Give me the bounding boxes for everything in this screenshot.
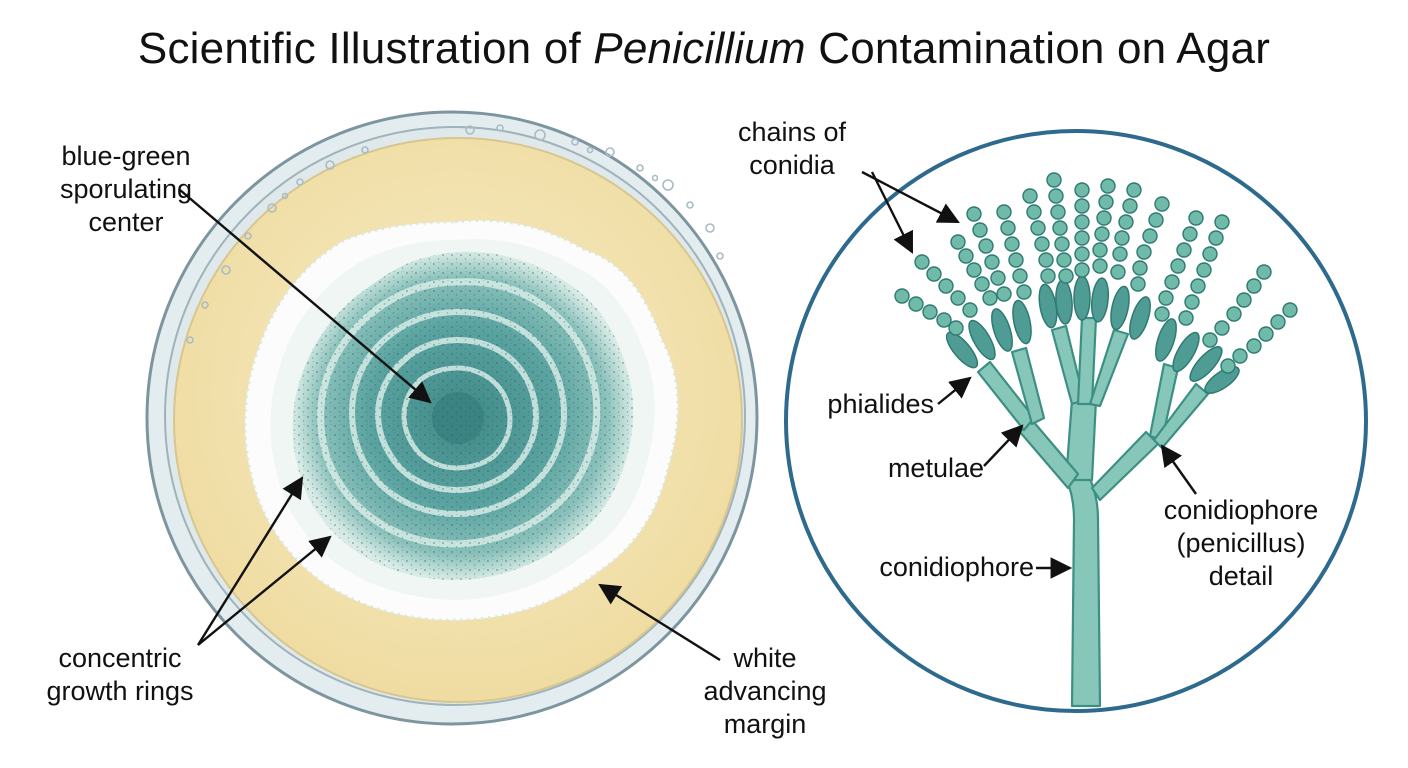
conidia-chain (950, 234, 998, 306)
arrow-penicillus-detail (1160, 444, 1197, 495)
phialide (1204, 366, 1240, 394)
label-conidia-chains: chains of conidia (737, 117, 847, 180)
phialide (1129, 296, 1151, 340)
arrow-conidia-chain-b (870, 171, 914, 254)
title-text-end: Contamination on Agar (805, 24, 1271, 73)
left-annotation-arrows (179, 189, 721, 662)
phialide (1090, 277, 1110, 323)
arrow-growth-ring-outer (196, 476, 304, 646)
arrow-phialides (937, 376, 972, 405)
conidia-chain (1074, 182, 1090, 278)
label-metulae: metulae (887, 453, 984, 483)
conidia-chain (1202, 264, 1272, 348)
right-annotation-arrows (861, 170, 1197, 579)
conidia-chain (1130, 196, 1170, 292)
label-penicillus-detail: conidiophore (penicillus) detail (1163, 495, 1319, 591)
conidia-chain (914, 254, 978, 318)
arrow-metulae (983, 424, 1024, 467)
label-phialides: phialides (827, 389, 934, 419)
arrow-growth-ring-inner (197, 535, 332, 646)
conidia-chain (1154, 210, 1204, 322)
phialide (1155, 318, 1177, 362)
arrow-advancing-margin (598, 583, 721, 662)
conidia-chain (1092, 178, 1116, 274)
conidia-chain (1046, 172, 1074, 284)
label-conidiophore: conidiophore (879, 552, 1034, 582)
phialide (1012, 299, 1032, 345)
phialide (1189, 346, 1223, 382)
title-genus: Penicillium (593, 24, 806, 73)
condensation-droplets (186, 124, 724, 344)
conidia-chains (894, 172, 1298, 374)
branch-right-2 (1152, 382, 1210, 450)
diagram-title: Scientific Illustration of Penicillium C… (0, 22, 1408, 76)
conidia-chain (1220, 302, 1298, 374)
phialide (1172, 331, 1200, 373)
conidia-chain (966, 206, 1012, 302)
phialide (1073, 275, 1091, 321)
phialide (991, 308, 1013, 352)
label-advancing-margin: white advancing margin (703, 643, 827, 739)
label-sporulating-center: blue-green sporulating center (59, 141, 193, 237)
phialide (945, 331, 979, 369)
phialides-cluster (945, 275, 1240, 394)
phialide (1110, 285, 1130, 331)
conidia-chain (1022, 188, 1056, 284)
conidia-chain (1178, 214, 1230, 326)
branch-center-right (1088, 328, 1130, 408)
hyphae-structure (976, 316, 1210, 708)
penicillus-detail-view (784, 129, 1368, 713)
penicillium-colony (243, 218, 680, 622)
phialide (968, 319, 996, 361)
label-growth-rings: concentric growth rings (46, 643, 194, 706)
branch-left-2 (1010, 346, 1046, 426)
arrow-conidia-chain-a (861, 170, 960, 224)
conidia-chain (1110, 182, 1142, 280)
conidia-chain (996, 204, 1032, 300)
arrow-sporulating-center (179, 189, 432, 404)
conidia-chain (894, 288, 964, 336)
sporulating-center-texture (432, 392, 484, 444)
title-text-start: Scientific Illustration of (137, 24, 594, 73)
